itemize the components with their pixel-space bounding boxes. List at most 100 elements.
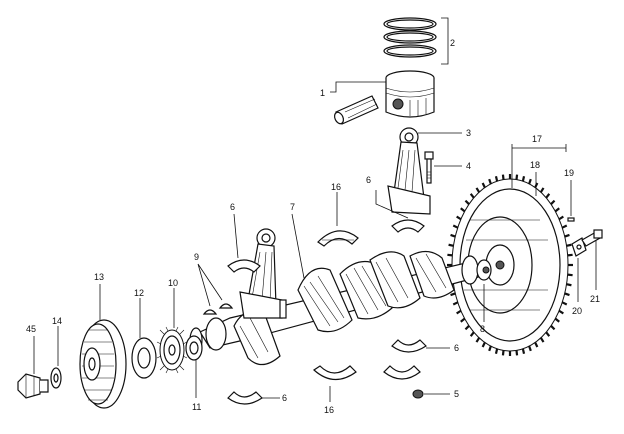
callout-10: 10 [168,278,178,288]
ring-gear-tooth [561,301,568,306]
bearing-shell-lower-center [313,365,357,381]
woodruff-keys [202,303,234,315]
ring-gear-tooth [515,174,519,180]
ring-gear-tooth [488,178,492,185]
ring-gear-tooth [475,187,481,193]
bearing-shell-lower-right-b [383,365,421,380]
pulley-washer [50,367,62,389]
oil-thrower [131,337,157,379]
callout-8: 8 [480,324,485,334]
callout-12: 12 [134,288,144,298]
rod-bolt [424,151,434,184]
ring-gear-tooth [456,309,462,315]
callout-6-bottom: 6 [282,393,287,403]
ring-gear-tooth [567,273,573,277]
ring-gear-tooth [464,199,470,205]
ring-gear-tooth [456,215,462,221]
callout-20: 20 [572,306,582,316]
ring-gear-tooth [539,337,545,343]
crankshaft-pulley [79,319,127,409]
ring-gear-tooth [545,193,551,199]
ring-gear-tooth [448,243,454,247]
callout-21: 21 [590,294,600,304]
callout-17: 17 [532,134,542,144]
ring-gear-tooth [564,292,570,297]
ring-gear-tooth [521,348,526,354]
bearing-shell-upper-right [391,219,425,233]
callout-11: 11 [192,402,201,412]
ring-gear-tooth [515,350,519,356]
ring-gear-tooth [452,301,459,306]
callout-6-left: 6 [230,202,235,212]
bearing-shell-lower-right-a [391,339,427,353]
ring-gear-tooth [469,331,475,337]
ring-gear-tooth [528,178,532,185]
ring-gear-tooth [481,182,486,188]
rod-nut [412,389,424,399]
flywheel-bolt [581,229,603,247]
ring-gear-tooth [450,233,456,238]
tab-washer [571,237,587,257]
ring-gear-tooth [558,215,564,221]
ring-gear-tooth [469,193,475,199]
ring-gear-tooth [539,187,545,193]
ring-gear-tooth [460,317,466,323]
ring-gear-tooth [566,283,572,287]
crank-spacer [185,335,203,361]
ring-gear-tooth [450,292,456,297]
callout-16-bottom: 16 [324,405,334,415]
ring-gear-tooth [475,337,481,343]
ring-gear-tooth [521,176,526,182]
crankshaft [189,250,492,366]
callout-6-top: 6 [366,175,371,185]
ring-gear-tooth [566,243,572,247]
ring-gear-tooth [554,207,560,213]
pulley-bolt [17,373,49,399]
gudgeon-pin [333,95,379,125]
callout-13: 13 [94,272,104,282]
callout-9: 9 [194,252,199,262]
ring-gear-tooth [501,350,505,356]
ring-gear-tooth [564,233,570,238]
callout-7: 7 [290,202,295,212]
ring-gear-tooth [567,253,573,257]
callout-4: 4 [466,161,471,171]
ring-gear-tooth [488,345,492,352]
connecting-rod-upper [387,127,431,215]
ring-gear-tooth [494,348,499,354]
timing-sprocket [156,326,188,374]
ring-gear-tooth [452,224,459,229]
callout-3: 3 [466,128,471,138]
ring-gear-tooth [447,253,453,257]
ring-gear-tooth [501,174,505,180]
callout-6-right: 6 [454,343,459,353]
callout-1: 1 [320,88,325,98]
piston-rings [383,17,449,65]
bearing-shell-left [227,259,261,273]
callout-2: 2 [450,38,455,48]
connecting-rod-on-crank [239,228,287,319]
callout-14: 14 [52,316,62,326]
dowel-pin [567,217,575,222]
callout-16-top: 16 [331,182,341,192]
bearing-shell-lower-left [227,391,263,405]
callout-18: 18 [530,160,540,170]
piston [385,70,435,118]
ring-gear-tooth [545,331,551,337]
ring-gear-tooth [481,342,486,348]
ring-gear-tooth [554,317,560,323]
ring-gear-tooth [561,224,568,229]
ring-gear-tooth [460,207,466,213]
ring-gear-tooth [550,199,556,205]
ring-gear-tooth [558,309,564,315]
ring-gear-tooth [464,325,470,331]
ring-gear-tooth [534,342,539,348]
ring-gear-tooth [494,176,499,182]
callout-19: 19 [564,168,574,178]
ring-gear-tooth [550,325,556,331]
ring-gear-tooth [528,345,532,352]
callout-45: 45 [26,324,36,334]
bearing-shell-upper-center [317,230,359,247]
